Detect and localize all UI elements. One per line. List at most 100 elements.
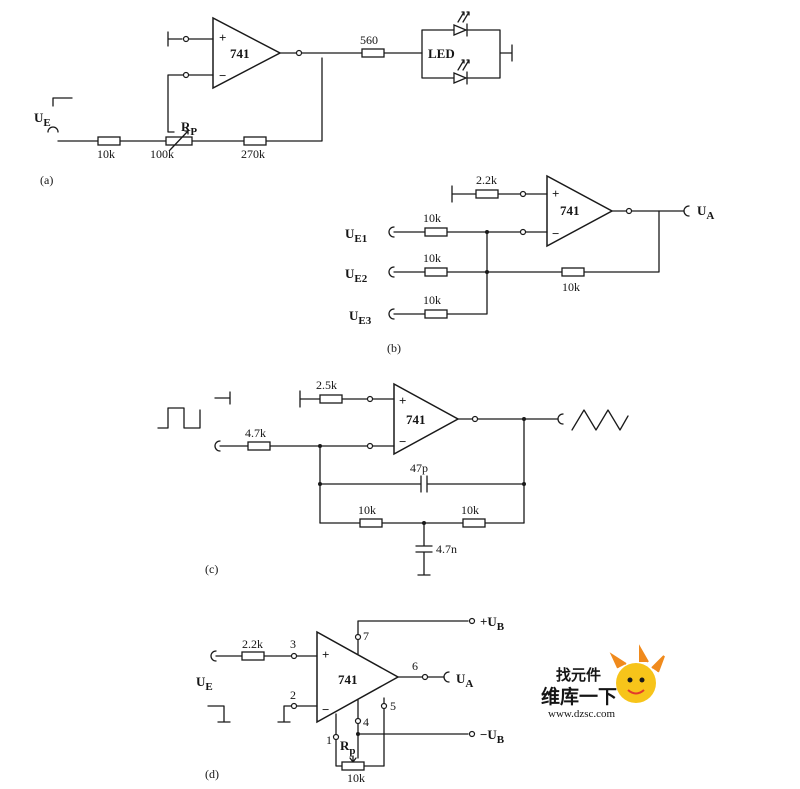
input-b-e3-terminal [388, 308, 395, 320]
square-wave-icon [157, 407, 201, 429]
resistor-c-t1 [359, 518, 383, 528]
potentiometer-d-wiper [349, 755, 357, 763]
pin-d-2 [290, 702, 298, 710]
resistor-d-2k2 [241, 651, 265, 661]
opamp-b-minus: − [552, 226, 559, 241]
node-a-minus [182, 71, 190, 79]
junction-c-right [522, 482, 526, 486]
resistor-b-2k2-value: 2.2k [476, 173, 497, 187]
led-bottom-rays [457, 59, 470, 85]
node-b-minus [519, 228, 527, 236]
resistor-a-560 [361, 48, 385, 58]
opamp-c [393, 382, 460, 456]
node-c-minus [366, 442, 374, 450]
potentiometer-a-label: RP [181, 119, 197, 138]
panel-d: 741 + − 2.2k 3 UE 2 7 +UB 6 UA 5 4 [196, 614, 505, 785]
resistor-a-270k [243, 136, 267, 146]
terminal-d-vplus [468, 617, 476, 625]
node-c-output [471, 415, 479, 423]
capacitor-c-4n7-value: 4.7n [436, 542, 457, 556]
junction-c-left [318, 482, 322, 486]
input-a-switch [52, 97, 73, 107]
watermark-mascot [616, 663, 656, 703]
pin-d-3 [290, 652, 298, 660]
opamp-d [316, 630, 400, 724]
wire-b-e2 [393, 210, 660, 273]
wire-a-bottom [57, 57, 323, 142]
ground-a-plus [167, 31, 183, 47]
resistor-b-e3 [424, 309, 448, 319]
watermark-smile-icon [627, 689, 645, 695]
input-c-switch [214, 391, 231, 405]
potentiometer-d-value: 10k [347, 771, 365, 785]
resistor-c-2k5-value: 2.5k [316, 378, 337, 392]
pin-d-3-label: 3 [290, 637, 296, 651]
watermark-url: www.dzsc.com [548, 708, 616, 720]
led-label: LED [428, 46, 455, 61]
resistor-b-feedback-value: 10k [562, 280, 580, 294]
resistor-b-e2-value: 10k [423, 251, 441, 265]
input-b-e3-label: UE3 [349, 308, 372, 327]
pin-d-4-label: 4 [363, 715, 369, 729]
terminal-d-vminus [468, 730, 476, 738]
node-a-plus [182, 35, 190, 43]
opamp-c-label: 741 [406, 412, 426, 427]
input-d-switch [207, 705, 231, 723]
input-a-label: UE [34, 110, 51, 129]
caption-b: (b) [387, 341, 401, 355]
resistor-b-e2 [424, 267, 448, 277]
input-b-e2-terminal [388, 266, 395, 278]
resistor-a-10k-value: 10k [97, 147, 115, 161]
wire-d-pin1 [335, 713, 385, 767]
resistor-c-4k7-value: 4.7k [245, 426, 266, 440]
resistor-b-e3-value: 10k [423, 293, 441, 307]
input-d-terminal [210, 650, 217, 662]
capacitor-c-47p-value: 47p [410, 461, 428, 475]
watermark-logo: 找元件 维库一下 www.dzsc.com [541, 644, 665, 720]
watermark-line1: 找元件 [556, 666, 601, 684]
led-top [453, 24, 468, 36]
caption-c: (c) [205, 562, 218, 576]
output-d-terminal [443, 671, 450, 683]
wire-b-e3 [393, 231, 488, 315]
output-b-terminal [683, 205, 690, 217]
node-a-output [295, 49, 303, 57]
wire-d-vplus [357, 620, 469, 655]
wire-d-minus [277, 705, 318, 723]
resistor-b-e1-value: 10k [423, 211, 441, 225]
resistor-b-feedback [561, 267, 585, 277]
input-a-terminal [47, 126, 59, 133]
opamp-b [546, 174, 614, 248]
vplus-label: +UB [480, 614, 505, 633]
input-d-label: UE [196, 674, 213, 693]
node-c-plus [366, 395, 374, 403]
pin-d-5 [380, 702, 388, 710]
triangle-wave-icon [571, 409, 629, 431]
pin-d-4 [354, 717, 362, 725]
opamp-b-label: 741 [560, 203, 580, 218]
resistor-c-t2-value: 10k [461, 503, 479, 517]
pin-d-5-label: 5 [390, 699, 396, 713]
opamp-a-plus: + [219, 30, 226, 45]
potentiometer-d [341, 761, 365, 771]
opamp-a-minus: − [219, 68, 226, 83]
potentiometer-d-label: Rp [340, 738, 356, 757]
resistor-d-2k2-value: 2.2k [242, 637, 263, 651]
node-b-plus [519, 190, 527, 198]
caption-d: (d) [205, 767, 219, 781]
capacitor-c-47p [420, 475, 428, 493]
input-b-e1-label: UE1 [345, 226, 367, 245]
pin-d-2-label: 2 [290, 688, 296, 702]
pin-d-7 [354, 633, 362, 641]
junction-b-2 [485, 270, 489, 274]
watermark-crown-icon [609, 644, 665, 673]
pin-d-6 [421, 673, 429, 681]
wire-c-plus [299, 390, 395, 408]
led-top-rays [457, 11, 470, 37]
output-c-terminal [557, 413, 564, 425]
resistor-a-270k-value: 270k [241, 147, 265, 161]
vminus-label: −UB [480, 727, 505, 746]
wire-d-vminus [357, 699, 469, 735]
potentiometer-a-value: 100k [150, 147, 174, 161]
